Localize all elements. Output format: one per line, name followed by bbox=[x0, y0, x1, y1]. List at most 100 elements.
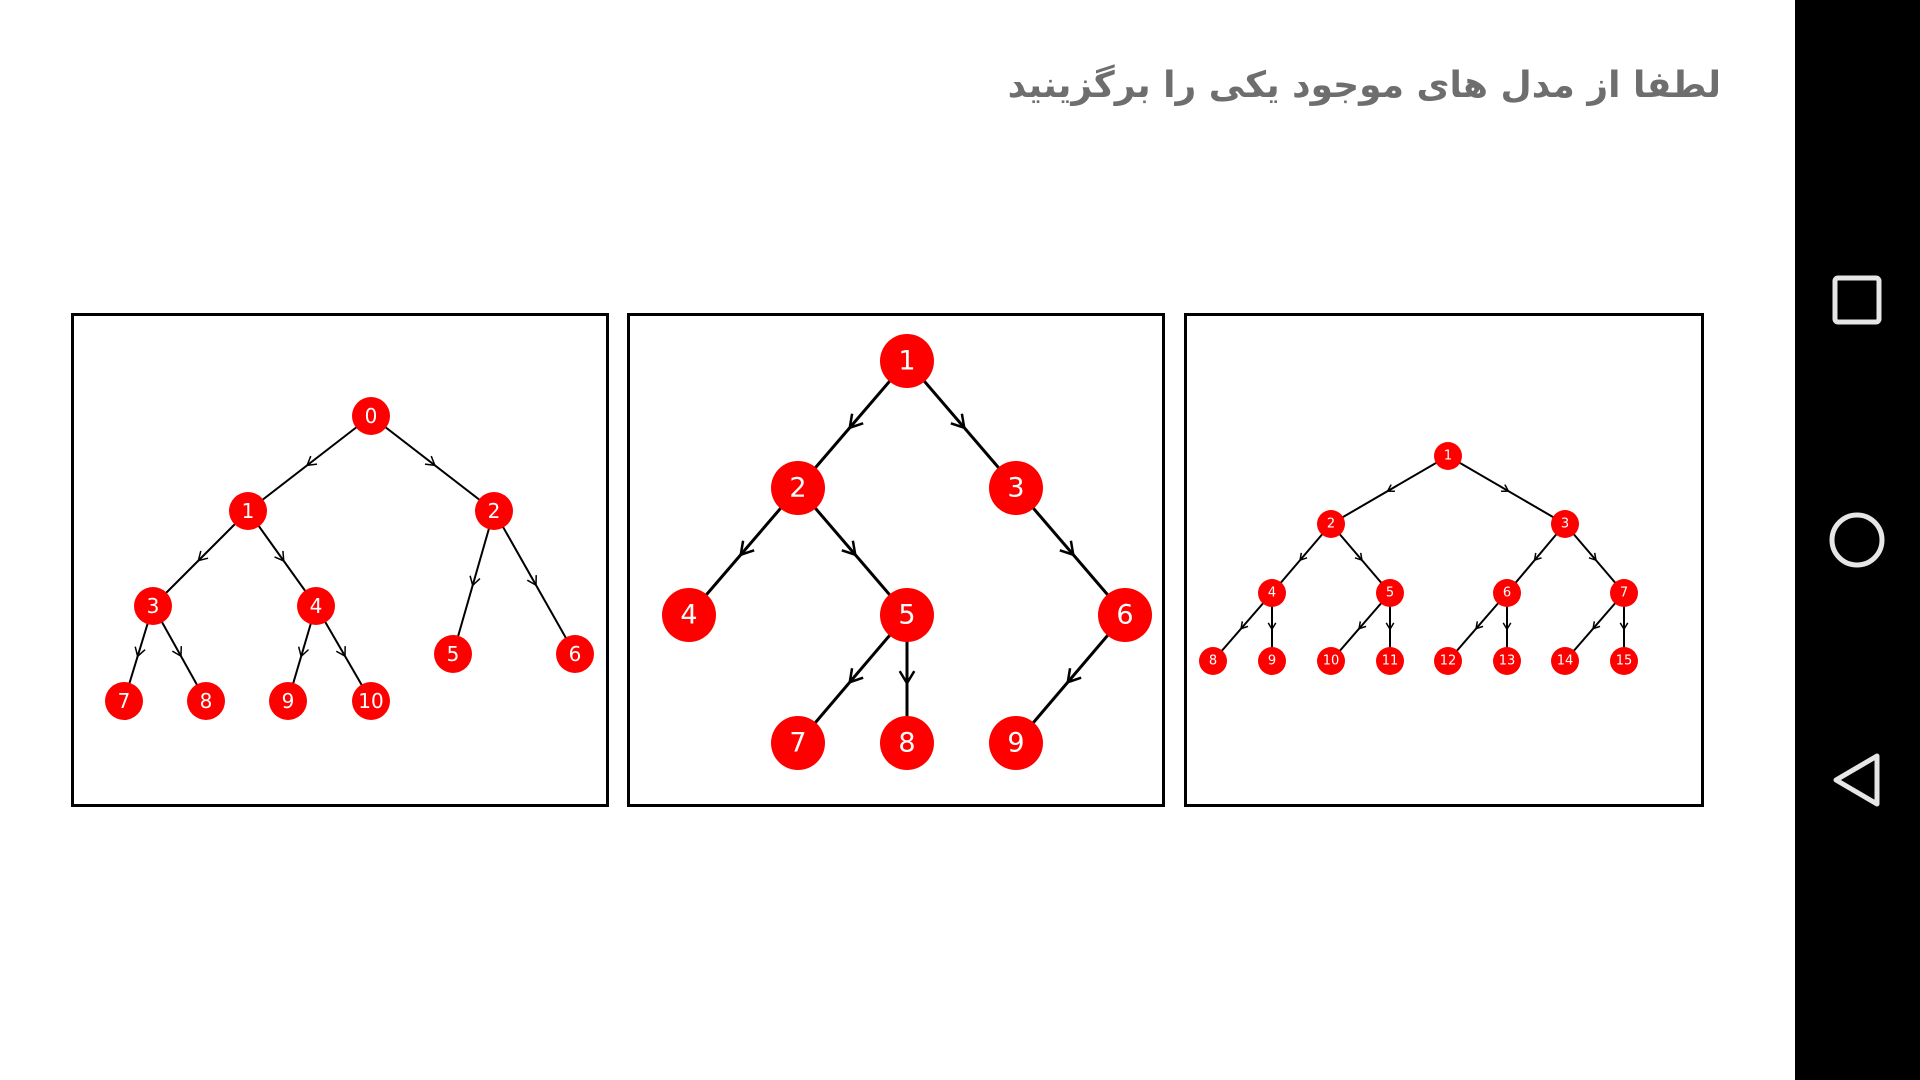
edge-arrow-3-6 bbox=[1059, 540, 1075, 557]
tree-node-3: 3 bbox=[134, 587, 172, 625]
edge-6-9 bbox=[1014, 614, 1127, 744]
node-circle bbox=[1258, 647, 1286, 675]
edge-6-12 bbox=[1447, 592, 1508, 662]
node-circle bbox=[1610, 579, 1638, 607]
edge-arrow-5-11 bbox=[1385, 622, 1395, 631]
edge-2-5 bbox=[796, 487, 909, 616]
node-circle bbox=[662, 588, 716, 642]
node-label: 1 bbox=[898, 346, 915, 377]
tree-node-4: 4 bbox=[297, 587, 335, 625]
node-circle bbox=[475, 492, 513, 530]
node-label: 6 bbox=[569, 642, 582, 666]
edge-1-2 bbox=[796, 360, 909, 489]
edge-3-6 bbox=[1014, 487, 1127, 616]
edge-1-3 bbox=[152, 510, 249, 607]
node-circle bbox=[134, 587, 172, 625]
node-label: 8 bbox=[1209, 654, 1217, 669]
node-label: 12 bbox=[1440, 654, 1457, 669]
edge-7-14 bbox=[1564, 592, 1625, 662]
node-label: 13 bbox=[1499, 654, 1516, 669]
node-circle bbox=[1551, 510, 1579, 538]
edge-arrow-1-4 bbox=[274, 550, 285, 563]
edge-1-3 bbox=[905, 360, 1018, 489]
triangle-icon bbox=[1833, 753, 1880, 807]
tree-node-13: 13 bbox=[1493, 647, 1521, 675]
node-label: 7 bbox=[1620, 586, 1628, 601]
node-circle bbox=[105, 682, 143, 720]
node-circle bbox=[1493, 579, 1521, 607]
edge-arrow-5-10 bbox=[1358, 621, 1367, 630]
node-label: 9 bbox=[1007, 728, 1024, 759]
tree-node-6: 6 bbox=[1098, 588, 1152, 642]
recents-button[interactable] bbox=[1795, 240, 1920, 360]
node-circle bbox=[989, 461, 1043, 515]
node-label: 3 bbox=[147, 594, 160, 618]
edge-arrow-7-14 bbox=[1592, 621, 1601, 630]
edge-2-5 bbox=[452, 510, 495, 655]
edge-arrow-1-3 bbox=[197, 550, 209, 562]
node-circle bbox=[1317, 647, 1345, 675]
edge-5-7 bbox=[796, 614, 909, 744]
tree-node-5: 5 bbox=[1376, 579, 1404, 607]
node-circle bbox=[1434, 647, 1462, 675]
node-label: 7 bbox=[789, 728, 806, 759]
edge-1-4 bbox=[247, 510, 317, 607]
tree-node-7: 7 bbox=[105, 682, 143, 720]
node-circle bbox=[187, 682, 225, 720]
node-label: 4 bbox=[680, 600, 697, 631]
node-circle bbox=[1551, 647, 1579, 675]
app-screen: لطفا از مدل های موجود یکی را برگزینید 0 1… bbox=[71, 65, 1721, 807]
edge-arrow-1-2 bbox=[1386, 484, 1395, 492]
tree-node-7: 7 bbox=[771, 716, 825, 770]
edge-4-8 bbox=[1212, 592, 1273, 662]
node-circle bbox=[771, 461, 825, 515]
node-label: 1 bbox=[1444, 449, 1452, 464]
tree-node-4: 4 bbox=[662, 588, 716, 642]
node-circle bbox=[1317, 510, 1345, 538]
home-button[interactable] bbox=[1795, 480, 1920, 600]
node-label: 5 bbox=[1386, 586, 1394, 601]
edge-3-7 bbox=[1564, 523, 1625, 594]
tree-node-2: 2 bbox=[1317, 510, 1345, 538]
node-label: 0 bbox=[365, 404, 378, 428]
edge-2-6 bbox=[493, 510, 576, 655]
node-circle bbox=[880, 588, 934, 642]
edge-0-2 bbox=[370, 415, 495, 512]
edge-arrow-6-13 bbox=[1502, 622, 1512, 631]
edge-0-1 bbox=[247, 415, 372, 512]
back-button[interactable] bbox=[1795, 720, 1920, 840]
circle-icon bbox=[1829, 512, 1885, 568]
tree-node-5: 5 bbox=[880, 588, 934, 642]
node-circle bbox=[1376, 579, 1404, 607]
edge-1-3 bbox=[1447, 455, 1566, 525]
tree-node-6: 6 bbox=[556, 635, 594, 673]
node-circle bbox=[352, 397, 390, 435]
square-icon bbox=[1832, 275, 1882, 325]
node-label: 8 bbox=[200, 689, 213, 713]
edge-arrow-3-7 bbox=[1588, 552, 1597, 562]
node-circle bbox=[989, 716, 1043, 770]
edge-arrow-4-10 bbox=[335, 646, 346, 658]
node-label: 5 bbox=[898, 600, 915, 631]
tree-node-6: 6 bbox=[1493, 579, 1521, 607]
edge-arrow-6-12 bbox=[1475, 621, 1484, 630]
node-label: 10 bbox=[1323, 654, 1340, 669]
page-title: لطفا از مدل های موجود یکی را برگزینید bbox=[1007, 65, 1721, 106]
edge-arrow-4-9 bbox=[297, 646, 309, 658]
edge-5-10 bbox=[1330, 592, 1391, 662]
edge-arrow-2-4 bbox=[1299, 552, 1308, 562]
node-circle bbox=[1098, 588, 1152, 642]
node-circle bbox=[1199, 647, 1227, 675]
node-label: 5 bbox=[447, 642, 460, 666]
node-label: 11 bbox=[1382, 654, 1399, 669]
edge-arrow-7-15 bbox=[1619, 622, 1629, 631]
node-circle bbox=[352, 682, 390, 720]
node-label: 4 bbox=[1268, 586, 1276, 601]
edge-arrow-3-7 bbox=[134, 646, 146, 658]
